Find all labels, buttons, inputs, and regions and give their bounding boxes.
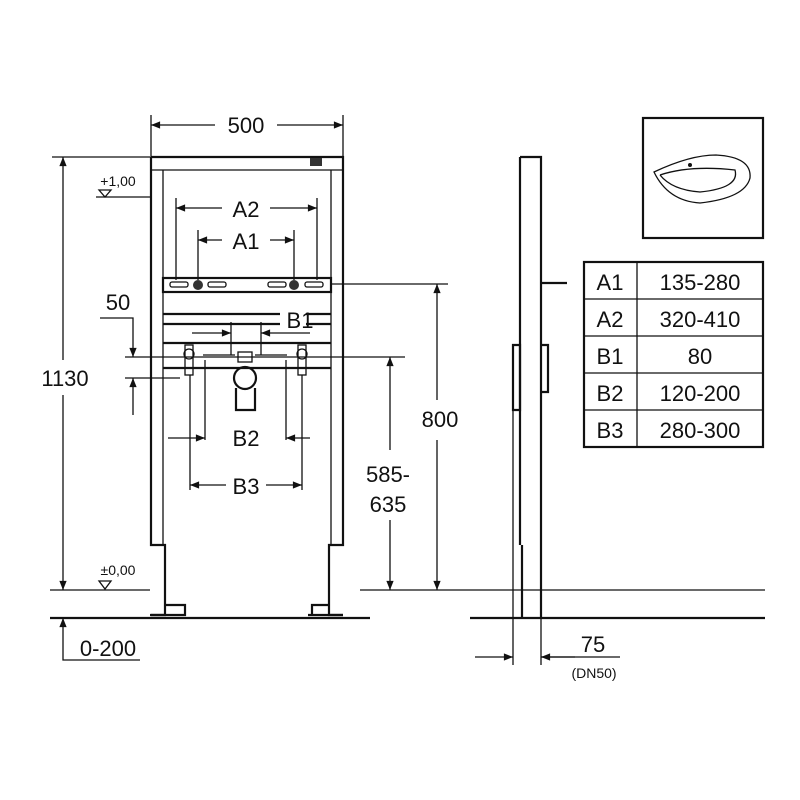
drain-height-label-b: 635 xyxy=(370,492,407,517)
dimension-a: A2 A1 xyxy=(175,197,318,280)
table-value: 80 xyxy=(688,344,712,369)
table-value: 280-300 xyxy=(660,418,741,443)
b1-label: B1 xyxy=(287,308,314,333)
b3-label: B3 xyxy=(233,474,260,499)
dimension-height: 1130 xyxy=(41,156,150,590)
frame-front-view xyxy=(149,155,345,617)
dimension-outlet-height: 800 xyxy=(331,283,459,590)
depth-note-label: (DN50) xyxy=(571,665,616,681)
dimension-offset: 50 xyxy=(100,290,405,415)
dimension-drain-height: 585- 635 xyxy=(366,356,410,590)
dim-width-label: 500 xyxy=(228,113,265,138)
table-key: A2 xyxy=(597,307,624,332)
level-zero-label: ±0,00 xyxy=(101,562,136,578)
level-markers: +1,00 ±0,00 0-200 xyxy=(50,173,370,661)
table-key: B2 xyxy=(597,381,624,406)
table-value: 320-410 xyxy=(660,307,741,332)
offset-label: 50 xyxy=(106,290,130,315)
table-key: B1 xyxy=(597,344,624,369)
floor-adjust-label: 0-200 xyxy=(80,636,136,661)
table-value: 135-280 xyxy=(660,270,741,295)
a1-label: A1 xyxy=(233,229,260,254)
dimension-b1: B1 xyxy=(192,308,313,355)
table-value: 120-200 xyxy=(660,381,741,406)
dim-height-label: 1130 xyxy=(41,366,88,391)
dimension-width: 500 xyxy=(150,113,344,157)
dimension-table xyxy=(582,260,765,449)
table-key: A1 xyxy=(597,270,624,295)
outlet-height-label: 800 xyxy=(422,407,459,432)
depth-label: 75 xyxy=(581,632,605,657)
frame-side-view: 75 (DN50) xyxy=(360,155,765,681)
level-top-label: +1,00 xyxy=(100,173,136,189)
b2-label: B2 xyxy=(233,426,260,451)
table-key: B3 xyxy=(597,418,624,443)
a2-label: A2 xyxy=(233,197,260,222)
drain-height-label-a: 585- xyxy=(366,462,410,487)
dimension-b2-b3: B2 B3 xyxy=(168,360,310,499)
washbasin-icon xyxy=(641,116,765,240)
